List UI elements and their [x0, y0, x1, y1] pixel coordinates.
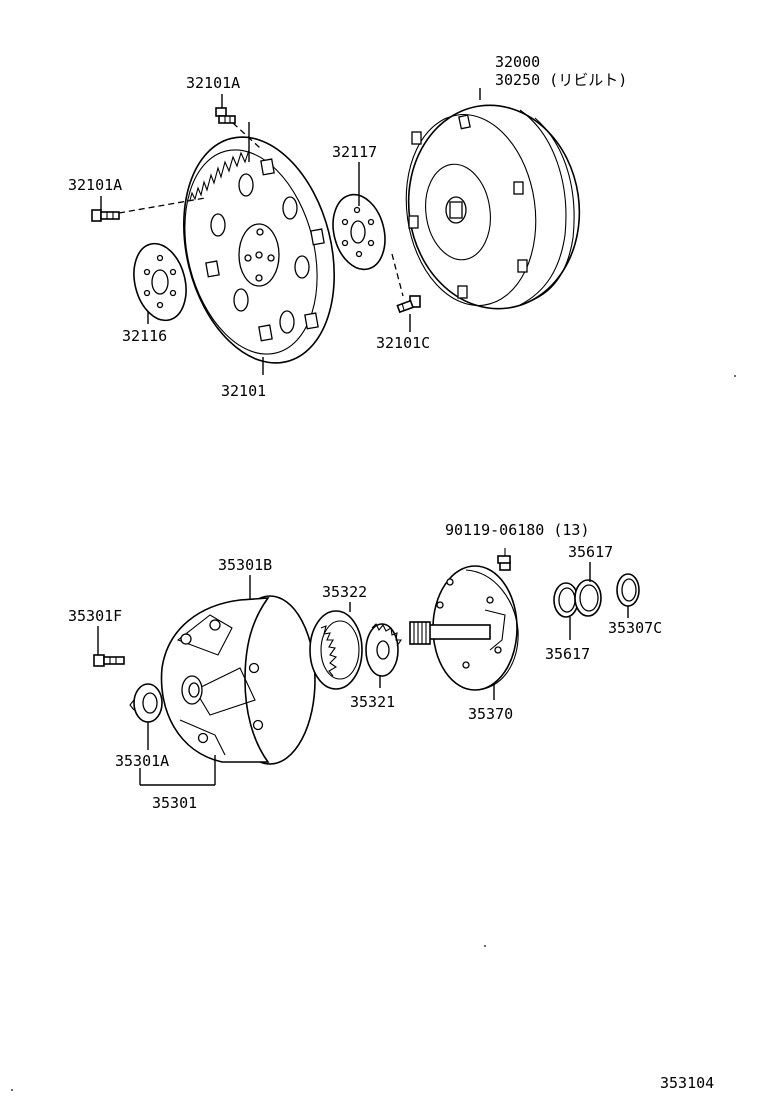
label-35321: 35321: [350, 693, 395, 711]
label-90119: 90119-06180 (13): [445, 521, 590, 539]
label-35370: 35370: [468, 705, 513, 723]
label-35617-bottom: 35617: [545, 645, 590, 663]
label-32000: 32000: [495, 53, 540, 71]
label-35322: 35322: [322, 583, 367, 601]
label-35301: 35301: [152, 794, 197, 812]
label-32101a-left: 32101A: [68, 176, 122, 194]
bolt-pump-body: [93, 654, 125, 667]
figure-number: 353104: [660, 1074, 714, 1092]
label-35617-top: 35617: [568, 543, 613, 561]
driven-gear: [309, 610, 363, 690]
torque-converter: [405, 104, 581, 310]
bolt-upper-left: [91, 209, 120, 222]
label-35301f: 35301F: [68, 607, 122, 625]
label-32101a-top: 32101A: [186, 74, 240, 92]
drive-plate: [183, 136, 335, 364]
bolt-upper-right: [396, 295, 421, 314]
label-35301a: 35301A: [115, 752, 169, 770]
stator-shaft: [409, 565, 519, 691]
seal-ring-front: [553, 582, 579, 618]
label-30250: 30250 (リビルト): [495, 71, 627, 89]
spacer-plate-front: [133, 242, 187, 322]
label-35301b: 35301B: [218, 556, 272, 574]
oil-seal: [129, 683, 163, 723]
oil-seal-ring: [616, 573, 640, 607]
label-35307c: 35307C: [608, 619, 662, 637]
seal-ring-rear: [574, 579, 602, 617]
bolt-upper-top: [215, 107, 236, 124]
drive-gear: [365, 623, 403, 677]
bolt-pump-cover: [497, 548, 511, 571]
spacer-plate-rear: [332, 193, 386, 271]
label-32101c: 32101C: [376, 334, 430, 352]
label-32101: 32101: [221, 382, 266, 400]
oil-pump-body: [160, 595, 316, 765]
label-32116: 32116: [122, 327, 167, 345]
label-32117: 32117: [332, 143, 377, 161]
